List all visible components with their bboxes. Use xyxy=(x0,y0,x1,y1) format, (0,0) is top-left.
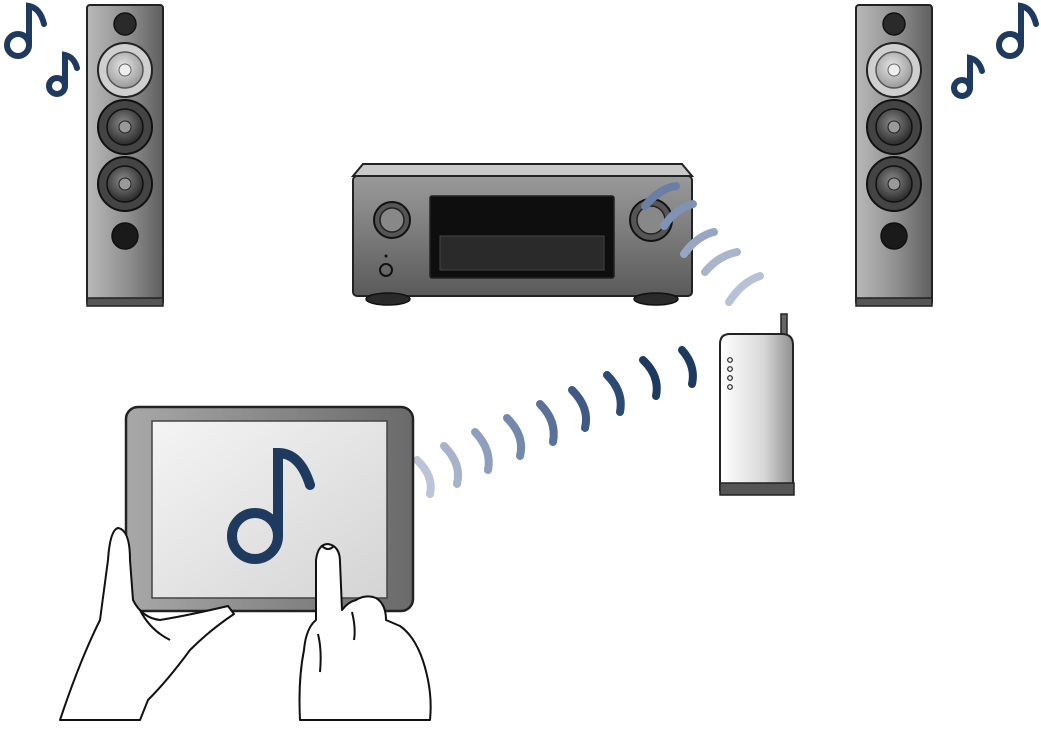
tablet-wifi-waves xyxy=(413,346,697,498)
music-notes-right xyxy=(951,2,1039,99)
music-note-icon xyxy=(227,447,315,564)
music-note-icon xyxy=(951,54,985,99)
hands xyxy=(59,527,432,721)
tablet xyxy=(124,405,415,613)
music-notes-left xyxy=(4,2,80,97)
receiver-wifi-waves xyxy=(641,182,764,306)
left-speaker xyxy=(86,4,164,307)
wireless-router xyxy=(719,313,795,496)
right-speaker xyxy=(855,4,933,307)
music-note-icon xyxy=(996,2,1039,59)
music-note-icon xyxy=(4,2,47,59)
music-note-icon xyxy=(46,51,80,97)
av-receiver xyxy=(350,163,695,306)
